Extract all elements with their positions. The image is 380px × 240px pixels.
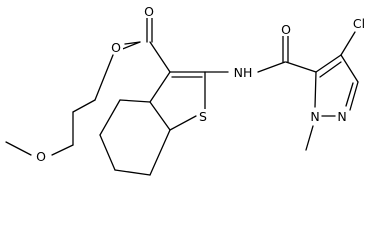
bond-pyrC5-pyrC4-a [315, 54, 342, 73]
atom-pyrazole-n2: N [337, 109, 346, 124]
bond-C6-C7 [114, 169, 151, 176]
bond-N1-methyl [305, 125, 314, 151]
bond-pyrC3-N2-b [345, 82, 354, 107]
bond-N1-pyrC5 [314, 71, 317, 108]
bond-C5-C6 [99, 134, 116, 171]
label-bg-n2 [336, 109, 348, 123]
bond-esterC-C3 [149, 41, 171, 73]
bond-methyl-etherO [5, 141, 32, 156]
bond-pyrC3-N2-a [349, 81, 359, 111]
atom-pyrazole-n1: N [310, 109, 319, 124]
molecule-structure-diagram: O O O O NH S Cl N N [5, 4, 368, 176]
bond-pyrC5-pyrC4-b [319, 61, 342, 78]
bond-C4-C5 [99, 99, 121, 136]
label-bg-ether-o [34, 149, 48, 163]
atom-amide-nh: NH [234, 65, 253, 80]
label-bg-amide-o [279, 22, 293, 36]
bond-NH-amideC [257, 61, 286, 73]
atom-ether-oxygen: O [36, 149, 46, 164]
label-bg-ester-o [109, 40, 123, 54]
label-bg-s [197, 109, 209, 123]
bond-C3a-C3 [149, 71, 171, 103]
bond-ch2-esterO [72, 99, 96, 113]
molecule-structure-canvas: O O O O NH S Cl N N [5, 4, 368, 176]
atom-thiophene-sulfur: S [199, 109, 207, 124]
label-bg-cl [350, 16, 368, 30]
bond-C7-C7a [149, 129, 171, 176]
bond-etherO-ch2 [51, 144, 74, 156]
bond-pyrC4-Cl [340, 31, 356, 56]
label-bg-carbonyl-o [142, 4, 156, 18]
bond-pyrC4-pyrC3 [340, 54, 359, 83]
atom-chlorine: Cl [353, 16, 365, 31]
atom-ester-carbonyl-oxygen: O [144, 4, 154, 19]
label-bg-nh [230, 65, 256, 79]
bond-link-esterC [94, 54, 114, 101]
bond-amideC-pyrC5 [285, 61, 317, 73]
label-bg-n1 [309, 109, 321, 123]
bond-S-C7a [169, 115, 197, 131]
atom-amide-oxygen: O [281, 22, 291, 37]
bond-C7a-C3a [149, 101, 171, 131]
atom-ester-link-oxygen: O [111, 40, 121, 55]
bond-C3a-C4 [119, 99, 151, 103]
